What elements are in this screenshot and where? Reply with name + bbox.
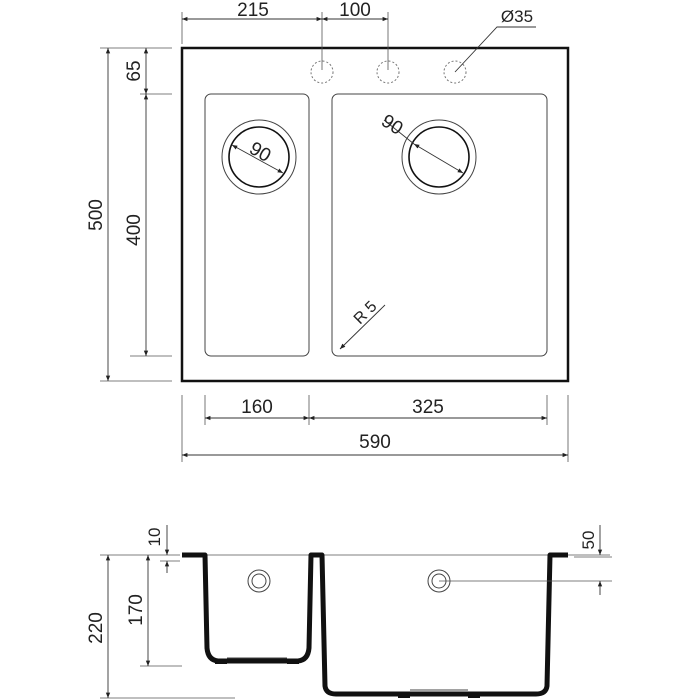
overflow-small [247,569,271,593]
dim-overflow-offset: 50 [579,531,598,550]
dim-hole-diameter: Ø35 [501,7,533,26]
dim-overall-depth: 500 [86,199,107,231]
faucet-holes [310,60,467,84]
dim-hole-spacing: 100 [339,0,371,21]
top-view: 90 90 215 100 Ø35 500 65 400 R 5 [86,0,570,462]
drain-small: 90 [221,119,297,195]
sink-outline [180,46,570,383]
dim-bowl-depth: 400 [124,214,145,246]
drain-small-label: 90 [246,138,275,167]
drain-large-label: 90 [377,111,406,140]
dim-hole-offset: 215 [237,0,269,21]
small-bowl [204,93,310,357]
large-bowl [331,93,548,357]
side-view: 50 10 170 220 [86,525,612,699]
dim-rim-front: 65 [124,60,145,81]
dim-overall-height: 220 [86,612,107,644]
sink-profile [182,552,568,697]
dim-large-bowl-width: 325 [412,397,444,418]
dim-small-bowl-width: 160 [241,397,273,418]
drain-large: 90 [377,111,477,195]
dim-overall-width: 590 [359,432,391,453]
dim-small-bowl-height: 170 [126,594,147,626]
dim-rim-thickness: 10 [145,528,164,547]
dim-corner-radius: R 5 [351,298,381,328]
